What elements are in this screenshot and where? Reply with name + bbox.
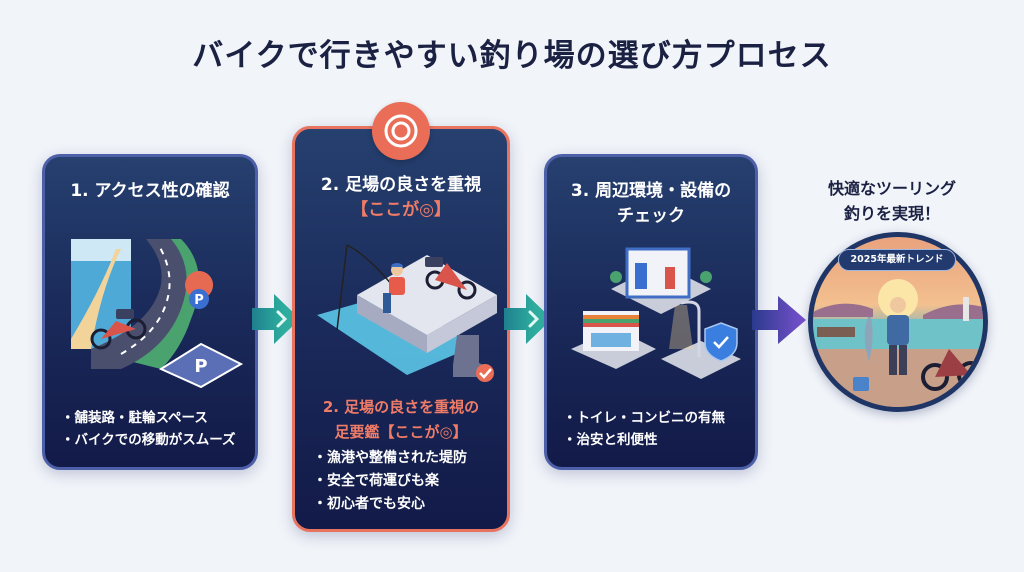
step-bullets: ・舗装路・駐輪スペース ・バイクでの移動がスムーズ (61, 407, 236, 451)
svg-text:P: P (194, 356, 207, 377)
fish-icon (864, 317, 873, 362)
step-title: 2. 足場の良さを重視 【ここが◎】 (295, 173, 507, 223)
step-title: 1. アクセス性の確認 (70, 181, 230, 201)
convenience-store-icon (571, 311, 656, 369)
angler-figure (383, 263, 405, 313)
step-bullets: ・漁港や整備された堤防 ・安全で荷運びも楽 ・初心者でも安心 (313, 447, 467, 516)
facilities-illustration (571, 247, 741, 379)
angler-figure (887, 297, 909, 375)
parking-pin-icon: P (185, 271, 214, 329)
motorcycle-icon (90, 309, 147, 350)
bullet-item: ・舗装路・駐輪スペース (61, 410, 208, 426)
step-title-highlight: 【ここが◎】 (351, 200, 451, 220)
step-card-footing: 2. 足場の良さを重視 【ここが◎】 2. 足場の良さを重視の (292, 126, 510, 532)
coastal-road-illustration: P P (71, 239, 244, 389)
step-sub-heading: 2. 足場の良さを重視の 足要鑑【ここが◎】 (295, 395, 507, 445)
step-title-line: 2. 足場の良さを重視 (320, 175, 482, 195)
lighthouse-icon (963, 297, 969, 321)
trend-badge: 2025年最新トレンド (838, 249, 956, 271)
step-title-line: 3. 周辺環境・設備の (570, 181, 732, 201)
svg-text:P: P (194, 293, 204, 308)
bullet-item: ・初心者でも安心 (313, 496, 425, 512)
pier-angler-illustration (317, 244, 497, 382)
parking-space-icon: P (158, 342, 244, 389)
target-icon (372, 102, 430, 160)
step-card-access: 1. アクセス性の確認 P P ・舗装路・駐輪スペース ・バイクでの移動がスムー… (42, 154, 258, 470)
bullet-item: ・安全で荷運びも楽 (313, 473, 439, 489)
bullet-item: ・トイレ・コンビニの有無 (563, 410, 725, 426)
step-bullets: ・トイレ・コンビニの有無 ・治安と利便性 (563, 407, 725, 451)
motorcycle-icon (425, 257, 477, 300)
arrow-right-icon (752, 296, 806, 344)
bullet-item: ・漁港や整備された堤防 (313, 450, 467, 466)
sub-heading-line: 足要鑑【ここが◎】 (334, 423, 468, 441)
result-title-line: 釣りを実現！ (843, 204, 940, 223)
bullet-item: ・バイクでの移動がスムーズ (61, 432, 236, 448)
check-badge-icon (476, 364, 494, 382)
sub-heading-line: 2. 足場の良さを重視の (322, 398, 480, 416)
bullet-item: ・治安と利便性 (563, 432, 658, 448)
arrow-right-icon (252, 294, 300, 344)
step-title-line: チェック (617, 206, 685, 226)
step-title: 3. 周辺環境・設備の チェック (547, 179, 755, 229)
result-title: 快適なツーリング 釣りを実現！ (792, 176, 992, 226)
security-shield-icon (704, 322, 738, 362)
arrow-right-icon (504, 294, 552, 344)
bucket-icon (853, 377, 869, 391)
result-title-line: 快適なツーリング (827, 179, 956, 198)
step-card-facilities: 3. 周辺環境・設備の チェック ・トイレ (544, 154, 758, 470)
pier (817, 327, 855, 337)
page-title: バイクで行きやすい釣り場の選び方プロセス (192, 38, 832, 74)
